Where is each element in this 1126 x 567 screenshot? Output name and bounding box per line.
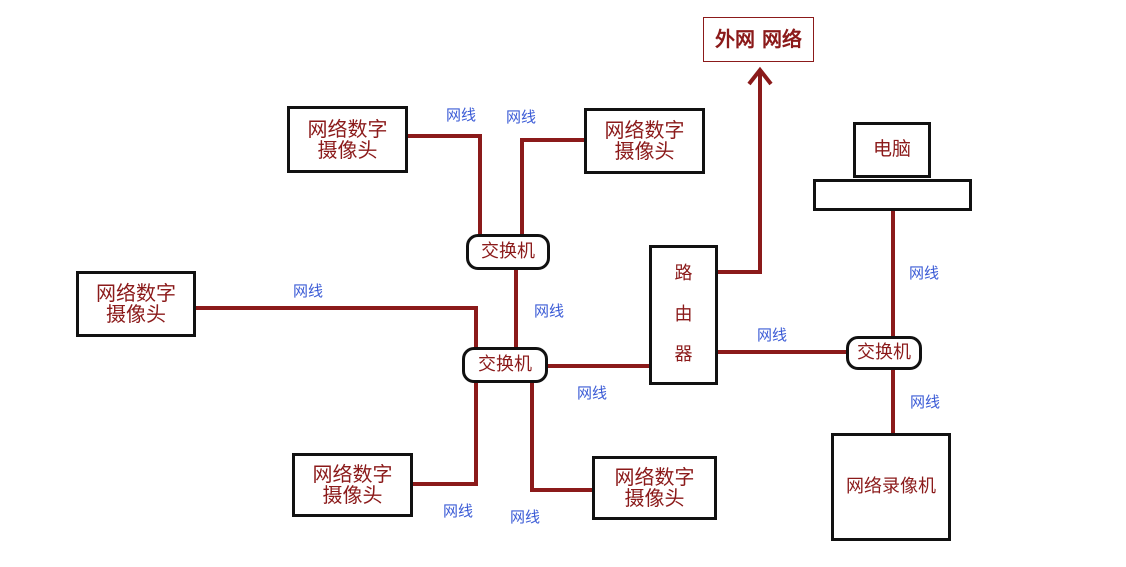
cable-label: 网线 bbox=[293, 282, 324, 300]
camera-top-left: 网络数字 摄像头 bbox=[287, 106, 408, 173]
camera-label-line1: 网络数字 bbox=[96, 281, 176, 305]
arrow-up-icon bbox=[747, 66, 773, 86]
link-cam2-switch-top bbox=[520, 138, 584, 238]
camera-label-line1: 网络数字 bbox=[307, 116, 388, 141]
link-cam1-switch-top bbox=[408, 134, 482, 238]
internet-box: 外网 网络 bbox=[703, 17, 814, 62]
cable-label: 网线 bbox=[910, 393, 941, 411]
router-char-3: 器 bbox=[674, 344, 693, 366]
link-router-internet bbox=[717, 72, 762, 274]
pc-base bbox=[813, 179, 972, 211]
camera-label-line1: 网络数字 bbox=[614, 465, 695, 489]
router-char-1: 路 bbox=[674, 262, 693, 284]
camera-top-right: 网络数字 摄像头 bbox=[584, 108, 705, 174]
camera-label-line2: 摄像头 bbox=[614, 139, 675, 163]
cable-label: 网线 bbox=[443, 502, 474, 520]
pc-monitor: 电脑 bbox=[853, 122, 931, 178]
cable-label: 网线 bbox=[757, 326, 788, 344]
cable-label: 网线 bbox=[534, 302, 565, 320]
camera-label-line2: 摄像头 bbox=[624, 486, 685, 510]
cable-label: 网线 bbox=[510, 508, 541, 526]
camera-bottom-right: 网络数字 摄像头 bbox=[592, 456, 717, 520]
router-char-2: 由 bbox=[674, 303, 693, 325]
cable-label: 网线 bbox=[909, 264, 940, 282]
link-cam5-switch-center bbox=[530, 382, 592, 492]
cable-label: 网线 bbox=[506, 108, 537, 126]
camera-label-line2: 摄像头 bbox=[322, 483, 383, 507]
camera-label-line1: 网络数字 bbox=[312, 462, 393, 486]
camera-left: 网络数字 摄像头 bbox=[76, 271, 196, 337]
camera-bottom-left: 网络数字 摄像头 bbox=[292, 453, 413, 517]
camera-label-line2: 摄像头 bbox=[106, 302, 166, 326]
nvr-box: 网络录像机 bbox=[831, 433, 951, 541]
switch-center: 交换机 bbox=[462, 347, 548, 383]
switch-top: 交换机 bbox=[466, 234, 550, 270]
link-cam4-switch-center bbox=[413, 382, 478, 486]
camera-label-line2: 摄像头 bbox=[317, 137, 378, 162]
camera-label-line1: 网络数字 bbox=[604, 118, 685, 142]
switch-right: 交换机 bbox=[846, 336, 922, 370]
cable-label: 网线 bbox=[577, 384, 608, 402]
link-cam3-switch-center bbox=[195, 306, 478, 350]
cable-label: 网线 bbox=[446, 106, 477, 124]
router-box: 路 由 器 bbox=[649, 245, 718, 385]
